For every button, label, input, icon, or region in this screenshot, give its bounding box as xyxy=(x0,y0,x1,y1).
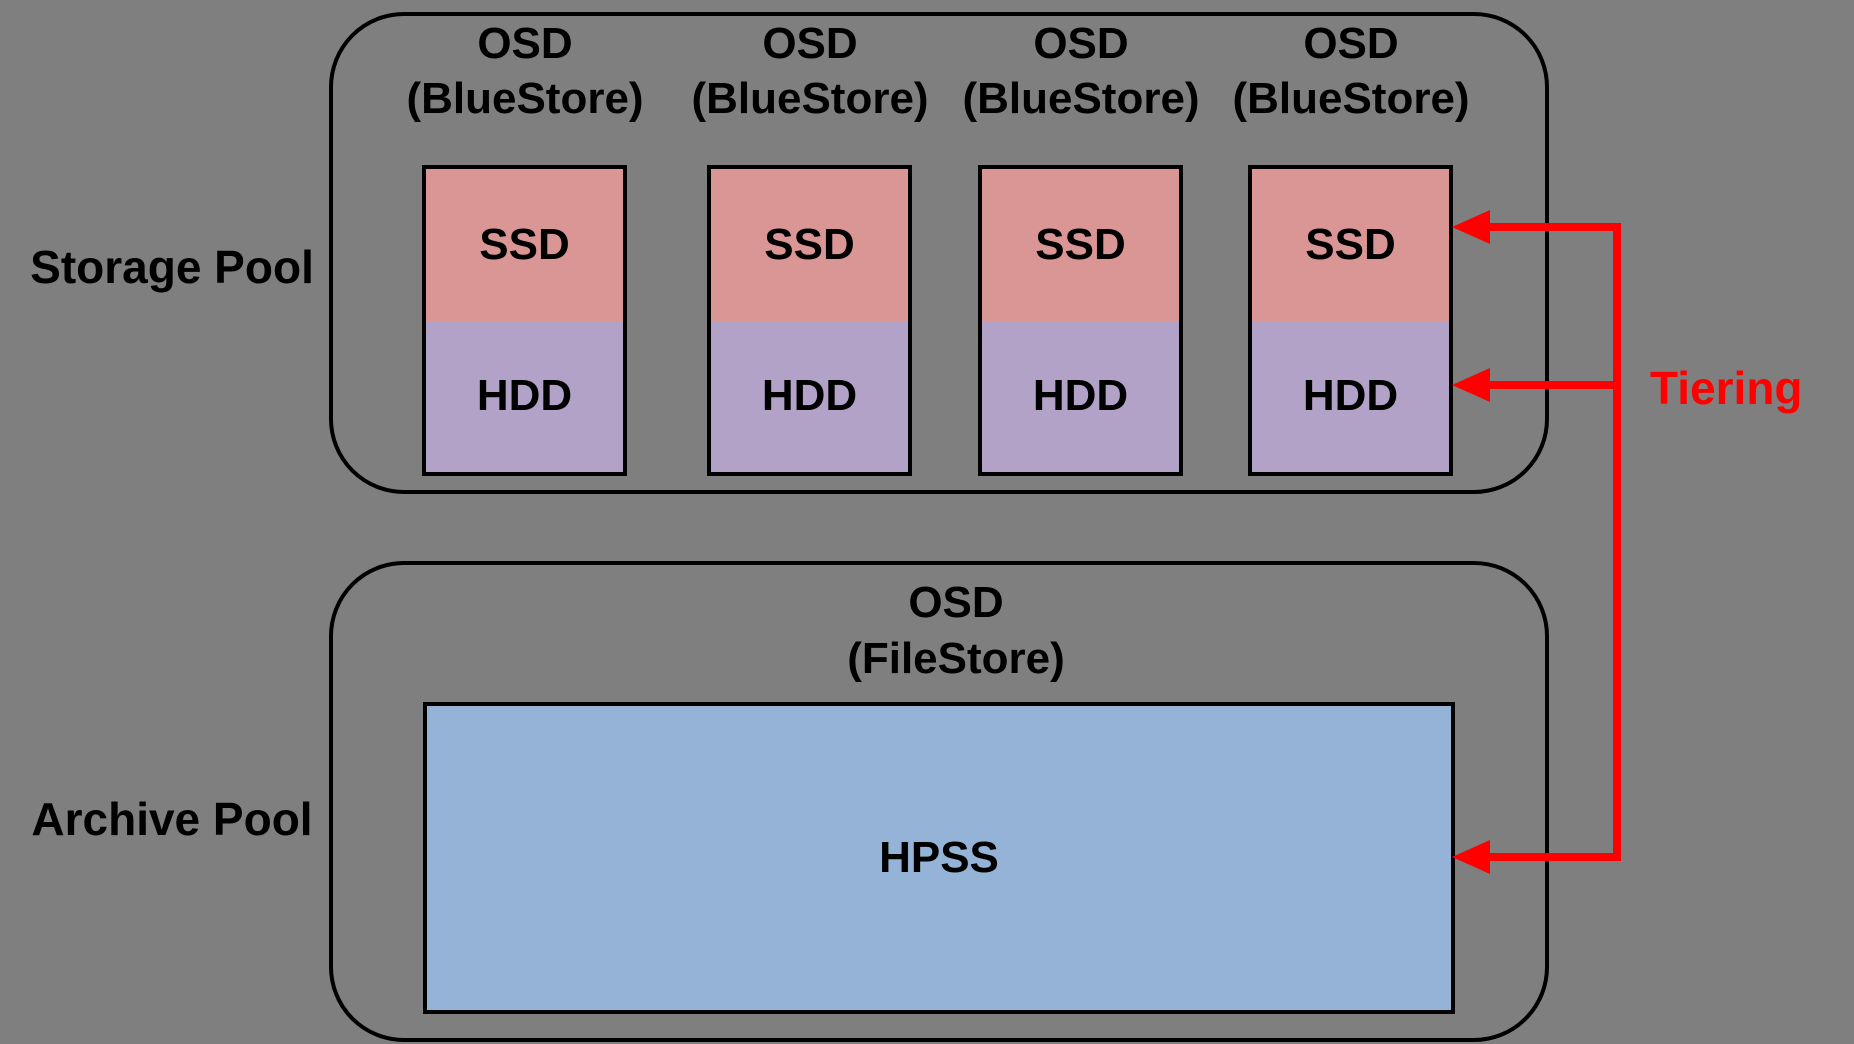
hdd-tier-4: HDD xyxy=(1252,320,1449,472)
ssd-tier-3: SSD xyxy=(982,169,1179,321)
osd-title-line2: (BlueStore) xyxy=(962,74,1200,123)
osd-bluestore-title-1: OSD (BlueStore) xyxy=(375,16,675,126)
ssd-tier-4: SSD xyxy=(1252,169,1449,321)
osd-title-line1: OSD xyxy=(1303,19,1399,68)
osd-title-line2: (BlueStore) xyxy=(406,74,644,123)
osd-title-line2: (BlueStore) xyxy=(691,74,929,123)
osd-bluestore-title-4: OSD (BlueStore) xyxy=(1201,16,1501,126)
tiering-label: Tiering xyxy=(1650,362,1803,414)
hdd-tier-2: HDD xyxy=(711,320,908,472)
hpss-box: HPSS xyxy=(423,702,1455,1014)
osd-bluestore-title-2: OSD (BlueStore) xyxy=(660,16,960,126)
osd-box-2: SSD HDD xyxy=(707,165,912,476)
osd-box-1: SSD HDD xyxy=(422,165,627,476)
storage-pool-label: Storage Pool xyxy=(30,241,314,293)
osd-title-line2: (BlueStore) xyxy=(1232,74,1470,123)
osd-title-line1: OSD xyxy=(1033,19,1129,68)
ssd-tier-1: SSD xyxy=(426,169,623,321)
osd-box-4: SSD HDD xyxy=(1248,165,1453,476)
osd-filestore-title: OSD (FileStore) xyxy=(756,575,1156,687)
osd-title-line1: OSD xyxy=(477,19,573,68)
hdd-tier-1: HDD xyxy=(426,320,623,472)
osd-title-line1: OSD xyxy=(762,19,858,68)
osd-title-line1: OSD xyxy=(908,578,1004,627)
osd-box-3: SSD HDD xyxy=(978,165,1183,476)
ssd-tier-2: SSD xyxy=(711,169,908,321)
osd-title-line2: (FileStore) xyxy=(847,634,1065,683)
osd-bluestore-title-3: OSD (BlueStore) xyxy=(931,16,1231,126)
hdd-tier-3: HDD xyxy=(982,320,1179,472)
archive-pool-label: Archive Pool xyxy=(31,793,313,845)
